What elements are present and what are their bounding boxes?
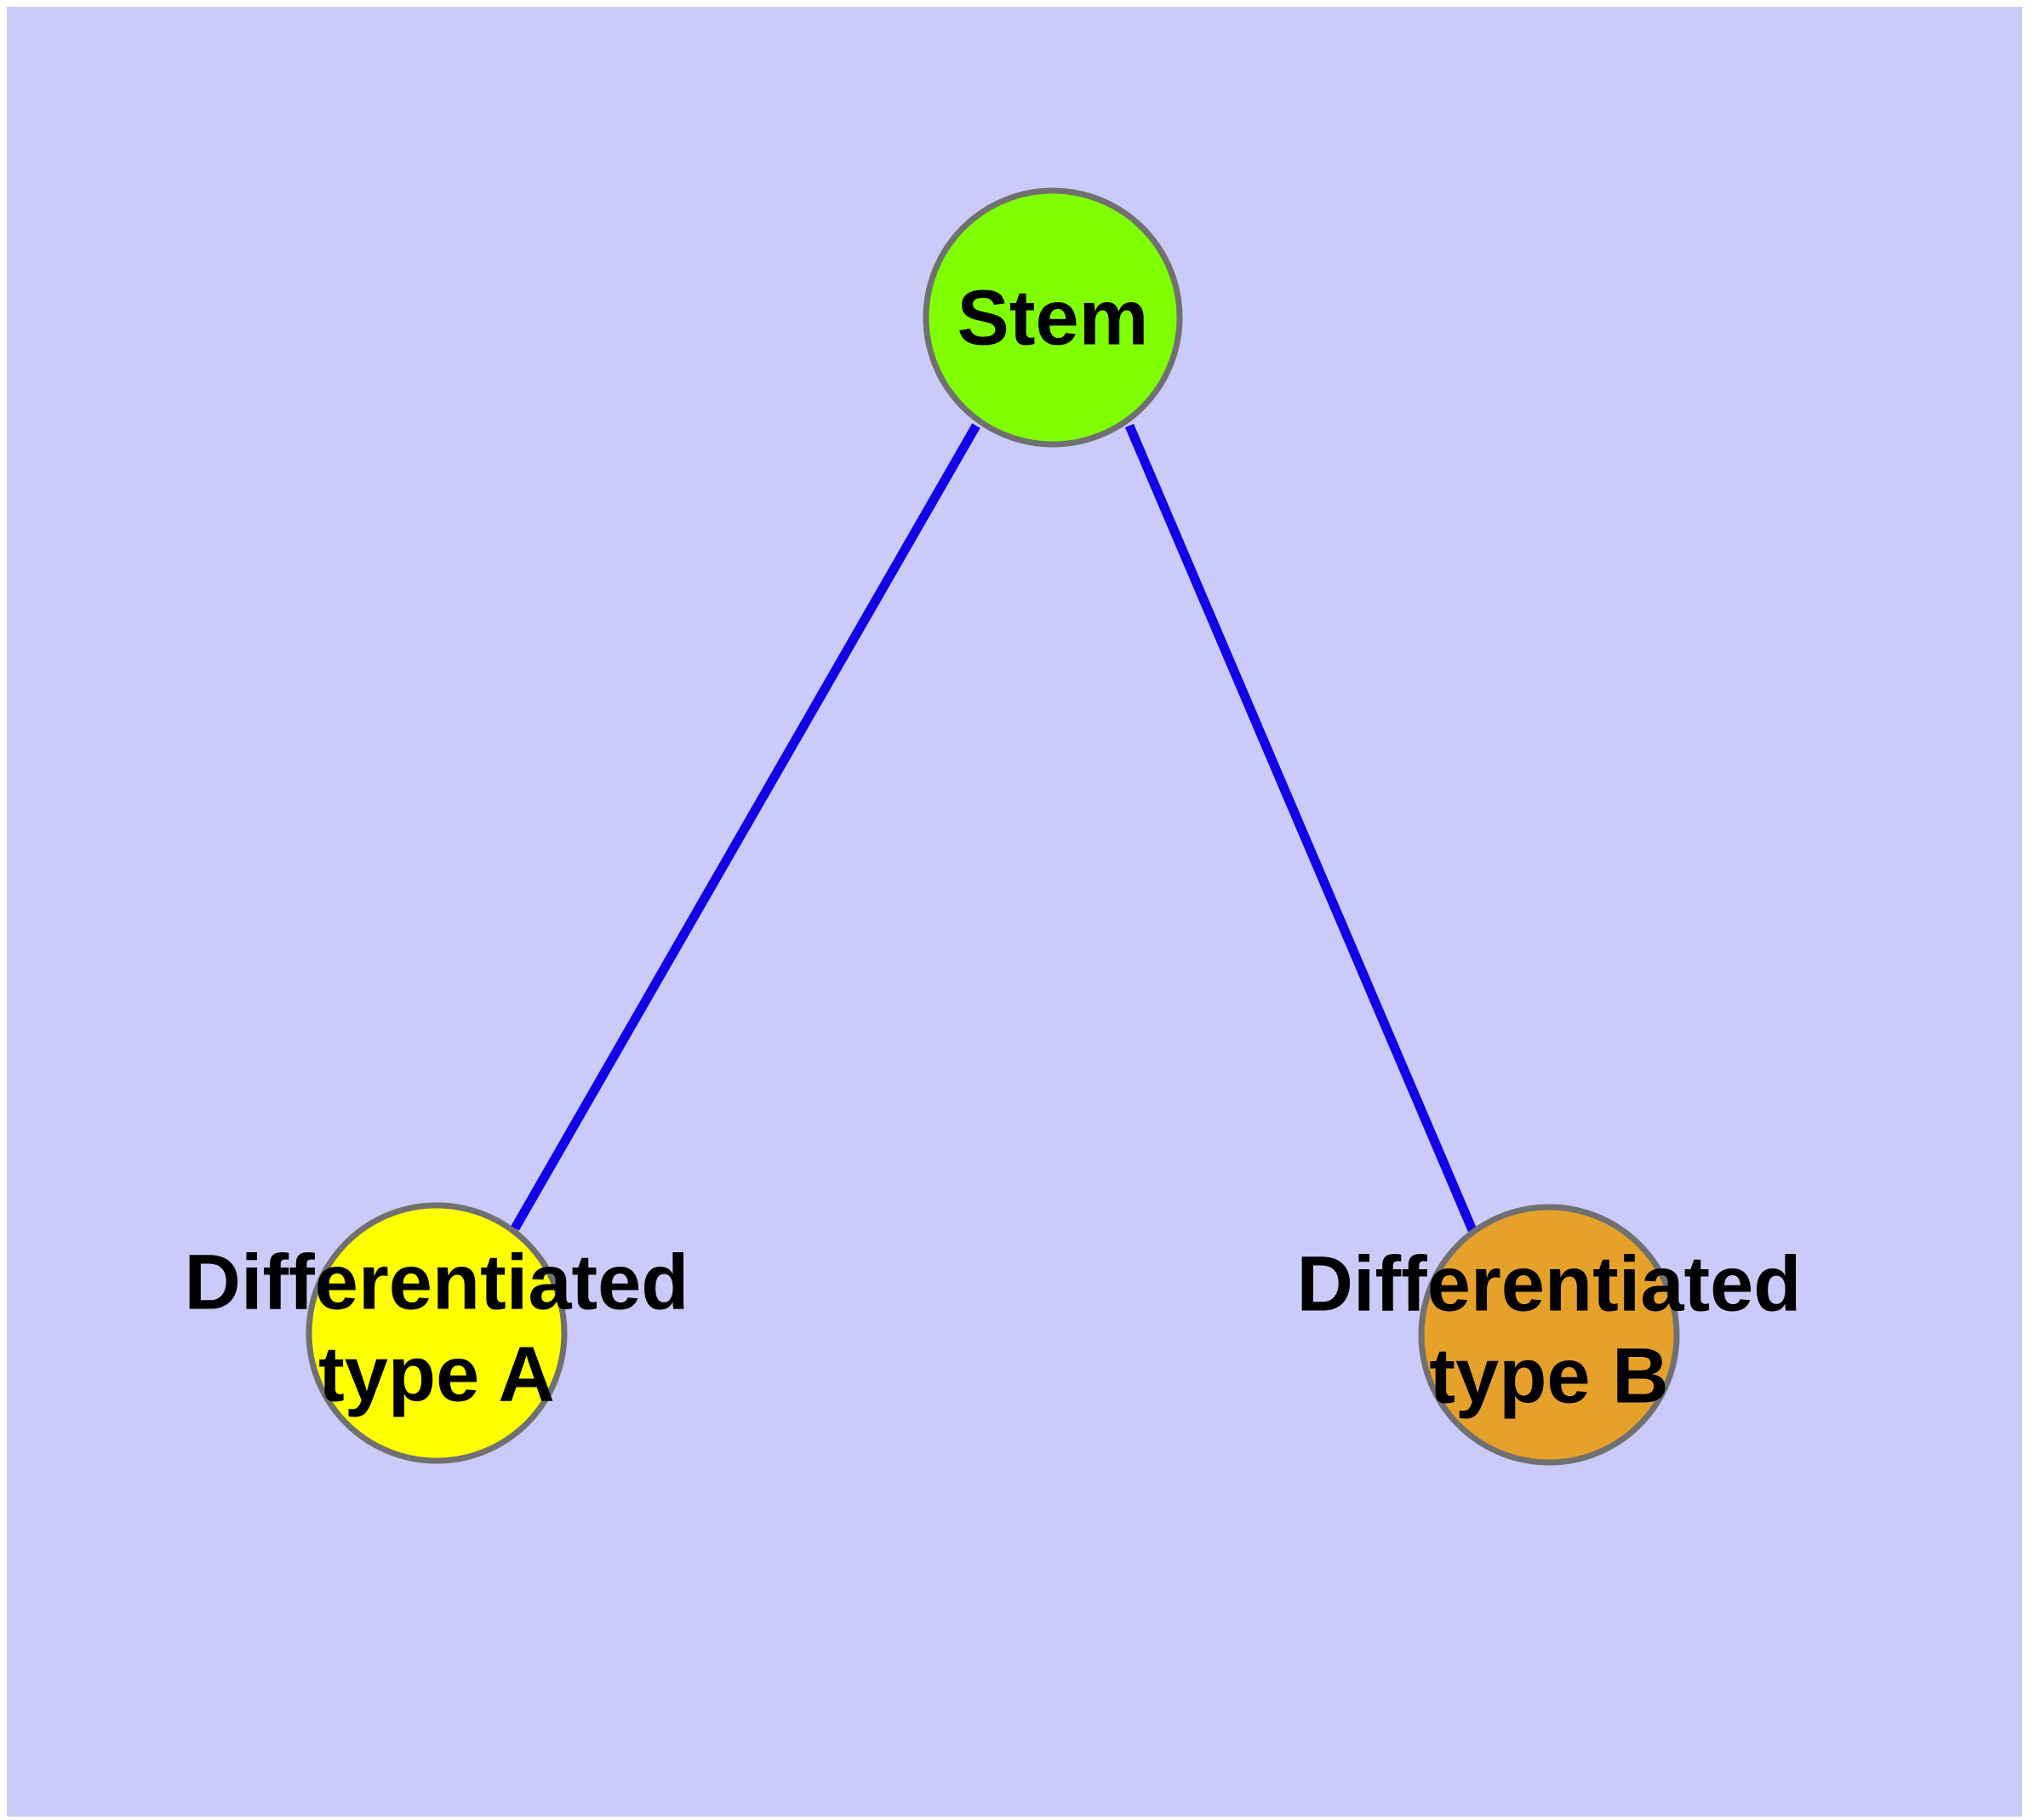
node-differentiated-type-a-label-line2: type A <box>318 1331 555 1417</box>
node-differentiated-type-b-circle[interactable] <box>1418 1204 1680 1466</box>
edge-stem-to-differentiated-type-a[interactable] <box>511 423 980 1231</box>
node-differentiated-type-a[interactable]: Differentiated type A <box>185 1202 689 1464</box>
edge-stem-to-differentiated-type-b[interactable] <box>1124 423 1477 1233</box>
node-differentiated-type-b-label-line2: type B <box>1429 1332 1668 1419</box>
node-stem[interactable]: Stem <box>923 187 1183 448</box>
node-differentiated-type-a-circle[interactable] <box>306 1202 568 1464</box>
node-differentiated-type-a-label-line1: Differentiated <box>185 1239 689 1325</box>
node-differentiated-type-b[interactable]: Differentiated type B <box>1297 1204 1802 1466</box>
node-stem-label-line1: Stem <box>957 274 1149 361</box>
node-differentiated-type-b-label-line1: Differentiated <box>1297 1240 1802 1327</box>
edge-layer <box>511 423 1477 1233</box>
node-layer: Stem Differentiated type A Differentiate… <box>185 187 1802 1466</box>
node-stem-circle[interactable] <box>923 187 1183 448</box>
